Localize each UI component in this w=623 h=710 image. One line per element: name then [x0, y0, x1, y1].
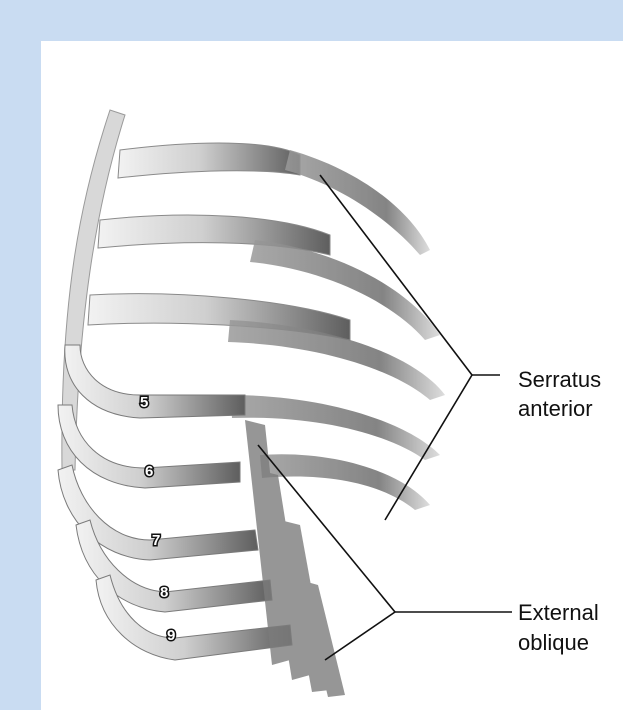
label-external-line2: oblique — [518, 630, 589, 655]
label-serratus-line2: anterior — [518, 396, 593, 421]
rib-number-7: 7 — [152, 532, 160, 549]
rib-number-8: 8 — [160, 584, 168, 601]
rib-5 — [65, 345, 245, 418]
label-external-line1: External — [518, 600, 599, 625]
rib-number-5: 5 — [140, 394, 148, 411]
label-serratus-line1: Serratus — [518, 367, 601, 392]
rib-number-9: 9 — [167, 627, 175, 644]
rib-number-6: 6 — [145, 463, 153, 480]
